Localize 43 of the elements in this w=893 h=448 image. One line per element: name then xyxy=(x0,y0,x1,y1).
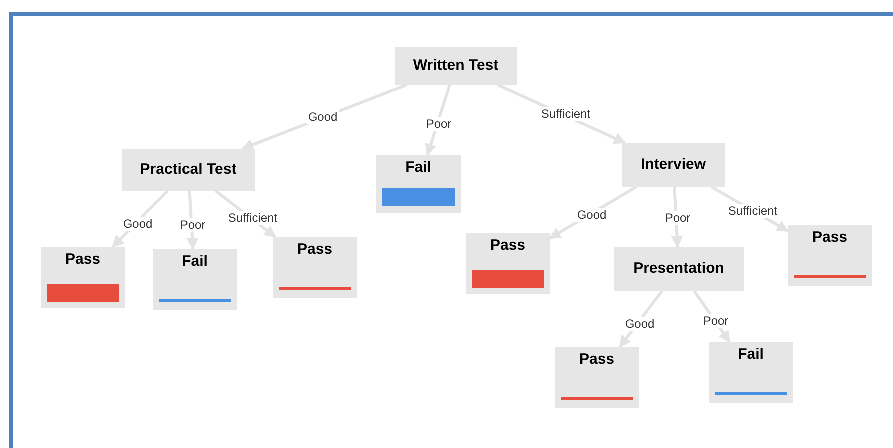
result-bar xyxy=(47,284,119,302)
leaf-box xyxy=(153,249,237,310)
node-label: Pass xyxy=(579,351,615,369)
leaf-box xyxy=(41,247,125,308)
leaf-box xyxy=(709,342,793,403)
edge-label: Good xyxy=(575,208,609,222)
decision-box xyxy=(122,149,255,191)
result-line xyxy=(279,287,351,290)
edge-label: Good xyxy=(121,217,155,231)
leaf-box xyxy=(788,225,872,286)
leaf-box xyxy=(273,237,357,298)
node-label: Fail xyxy=(182,253,208,271)
result-bar xyxy=(382,188,455,206)
node-label: Fail xyxy=(738,346,764,364)
decision-box xyxy=(614,247,744,291)
result-line xyxy=(159,299,231,302)
node-label: Pass xyxy=(490,237,526,255)
edge-label: Sufficient xyxy=(539,107,593,121)
edge-label: Poor xyxy=(663,211,693,225)
edge-label: Good xyxy=(306,110,340,124)
edge-label: Sufficient xyxy=(726,204,780,218)
node-label: Pass xyxy=(65,251,101,269)
edge-label: Poor xyxy=(701,314,731,328)
decision-box xyxy=(395,47,517,85)
leaf-box xyxy=(376,155,461,213)
result-line xyxy=(561,397,633,400)
edge-label: Sufficient xyxy=(226,211,280,225)
node-label: Pass xyxy=(297,241,333,259)
node-label: Pass xyxy=(812,229,848,247)
node-label: Interview xyxy=(640,156,706,174)
node-label: Presentation xyxy=(634,260,724,278)
edge-label: Poor xyxy=(178,218,208,232)
edge-label: Poor xyxy=(424,117,454,131)
result-bar xyxy=(472,270,544,288)
leaf-box xyxy=(555,347,639,408)
node-label: Written Test xyxy=(413,57,499,75)
result-line xyxy=(794,275,866,278)
node-label: Practical Test xyxy=(140,161,237,179)
edge-label: Good xyxy=(623,317,657,331)
node-label: Fail xyxy=(406,159,432,177)
decision-box xyxy=(622,143,725,187)
result-line xyxy=(715,392,787,395)
leaf-box xyxy=(466,233,550,294)
